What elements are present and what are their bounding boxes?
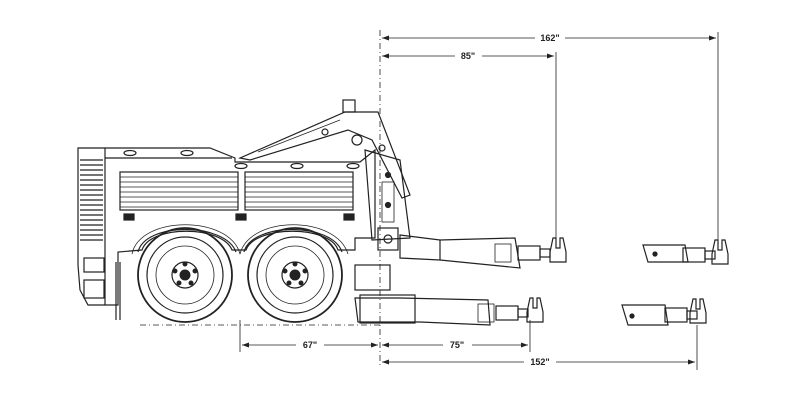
truck-body xyxy=(77,147,376,320)
underlift-arm-lowered xyxy=(354,297,544,326)
dimension-label-162: 162" xyxy=(540,33,559,43)
rear-wheel-2 xyxy=(247,227,343,323)
dimension-label-75: 75" xyxy=(450,340,464,350)
dimension-label-152: 152" xyxy=(530,357,549,367)
dimension-152: 152" xyxy=(382,357,695,367)
dimension-67: 67" xyxy=(242,340,378,350)
extended-fork-upper xyxy=(642,239,729,265)
dimension-85: 85" xyxy=(382,51,554,61)
dimension-162: 162" xyxy=(382,33,716,43)
dimension-75: 75" xyxy=(382,340,528,350)
rear-wheel-1 xyxy=(137,227,233,323)
extended-fork-lower xyxy=(621,298,707,326)
boom-assembly xyxy=(238,99,416,324)
underlift-arm-retracted xyxy=(399,234,567,269)
dimension-label-67: 67" xyxy=(303,340,317,350)
dimension-lines xyxy=(140,30,719,370)
dimension-label-85: 85" xyxy=(461,51,475,61)
